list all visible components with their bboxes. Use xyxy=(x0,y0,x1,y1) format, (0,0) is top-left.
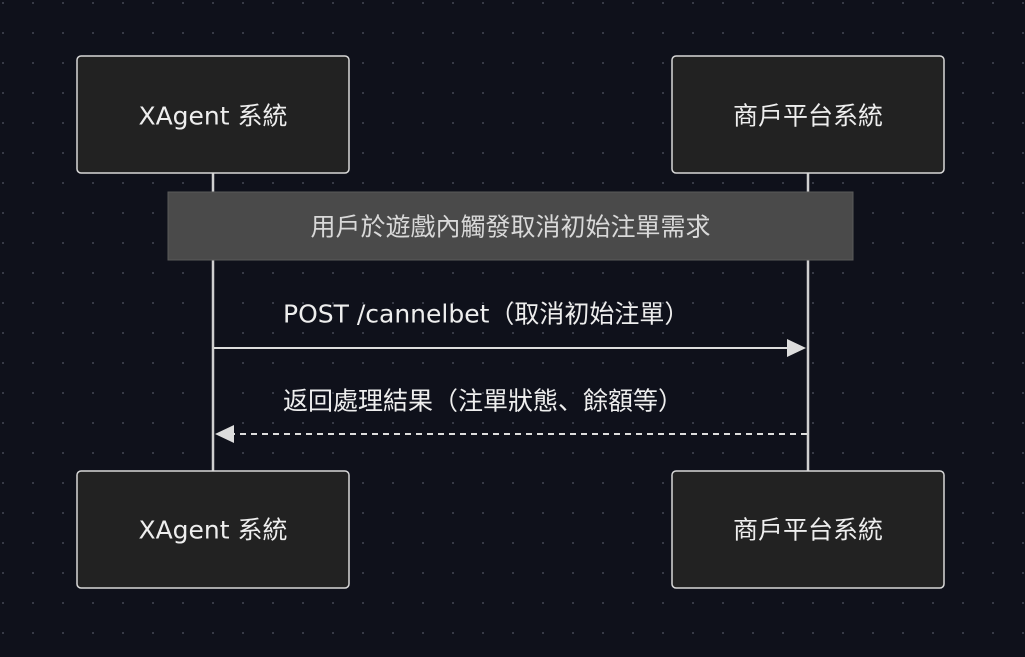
message-label: POST /cannelbet（取消初始注單） xyxy=(283,300,689,329)
participant-merchant-bottom: 商戶平台系統 xyxy=(671,470,945,589)
message-response: 返回處理結果（注單狀態、餘額等） xyxy=(215,387,807,443)
message-label: 返回處理結果（注單狀態、餘額等） xyxy=(283,387,683,416)
note-text: 用戶於遊戲內觸發取消初始注單需求 xyxy=(310,213,710,242)
participant-label: XAgent 系統 xyxy=(138,516,287,545)
message-request: POST /cannelbet（取消初始注單） xyxy=(214,300,806,357)
participant-label: XAgent 系統 xyxy=(138,102,287,131)
participant-merchant-top: 商戶平台系統 xyxy=(671,55,945,174)
participant-box xyxy=(76,55,350,174)
note: 用戶於遊戲內觸發取消初始注單需求 xyxy=(167,191,854,261)
participant-box xyxy=(671,55,945,174)
participant-label: 商戶平台系統 xyxy=(733,516,883,545)
participant-label: 商戶平台系統 xyxy=(733,102,883,131)
note-box xyxy=(167,191,854,261)
participant-box xyxy=(671,470,945,589)
participant-box xyxy=(76,470,350,589)
participant-xagent-bottom: XAgent 系統 xyxy=(76,470,350,589)
participant-xagent-top: XAgent 系統 xyxy=(76,55,350,174)
arrow-right-icon xyxy=(787,339,806,357)
arrow-left-icon xyxy=(215,425,234,443)
